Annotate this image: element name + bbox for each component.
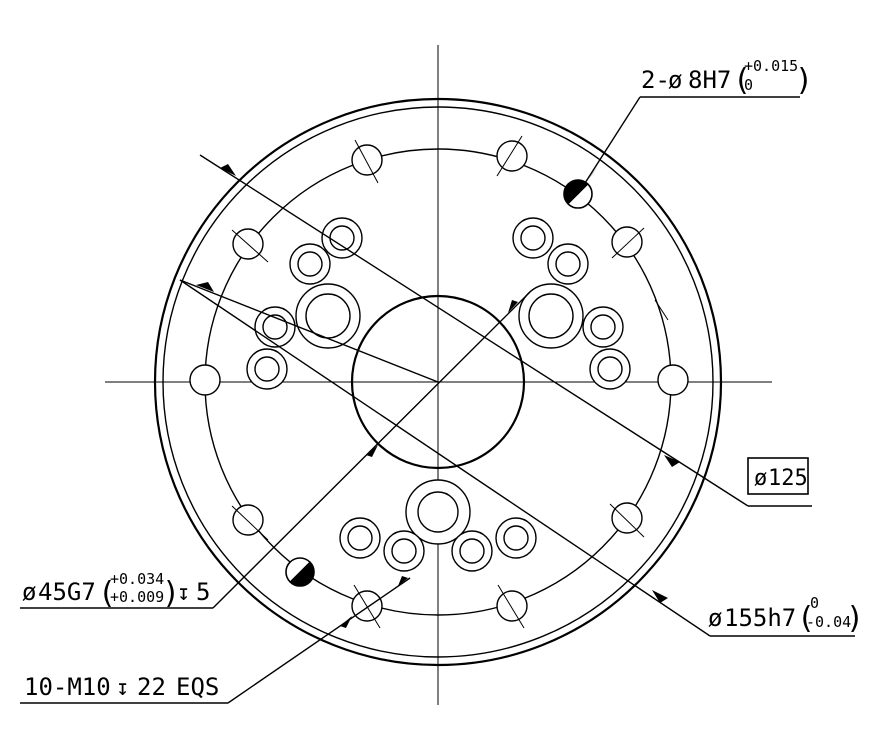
tapped-hole (657, 364, 689, 396)
bore-callout: ø 45G7 ( +0.034 +0.009 ) ↧ 5 (22, 570, 210, 611)
svg-text:+0.034: +0.034 (110, 570, 164, 588)
depth-symbol-icon: ↧ (177, 581, 190, 606)
spigot-circle (162, 106, 714, 658)
dowel-callout: 2- ø 8H7 ( +0.015 0 ) (641, 57, 813, 98)
tapped-hole (496, 590, 528, 622)
hole-cluster-bottom (339, 479, 537, 572)
tapped-hole (611, 502, 643, 534)
svg-text:22: 22 (137, 673, 166, 701)
tapped-holes-callout: 10-M10 ↧ 22 EQS (24, 673, 219, 701)
outer-flange-circle (153, 97, 723, 667)
svg-text:ø: ø (754, 466, 767, 491)
depth-symbol-icon: ↧ (116, 676, 129, 701)
tapped-holes (189, 135, 689, 629)
svg-text:EQS: EQS (176, 673, 219, 701)
spigot-callout: ø 155h7 ( 0 -0.04 ) (708, 594, 864, 636)
paren-open: ( (98, 576, 116, 611)
paren-open: ( (733, 63, 751, 98)
leader-lines (20, 96, 855, 704)
pitch-circle-callout: ø 125 (747, 457, 809, 495)
svg-text:+0.015: +0.015 (744, 57, 798, 75)
svg-text:8H7: 8H7 (688, 66, 731, 94)
svg-text:-0.04: -0.04 (806, 613, 851, 631)
paren-close: ) (795, 63, 813, 98)
tapped-hole (232, 504, 264, 536)
callout-frame (747, 457, 809, 495)
half-filled-circle-icon (285, 557, 315, 587)
tapped-hole (189, 364, 221, 396)
svg-text:0: 0 (744, 76, 753, 94)
svg-text:125: 125 (768, 466, 808, 491)
tapped-hole (611, 226, 643, 258)
svg-text:0: 0 (810, 594, 819, 612)
svg-text:10-M10: 10-M10 (24, 673, 111, 701)
svg-text:45G7: 45G7 (38, 578, 96, 606)
center-bore (350, 294, 526, 470)
svg-text:ø: ø (22, 578, 36, 606)
svg-text:5: 5 (196, 578, 210, 606)
tapped-hole (496, 140, 528, 172)
svg-text:+0.009: +0.009 (110, 588, 164, 606)
hole-cluster-right (512, 217, 631, 390)
svg-text:2-: 2- (641, 66, 670, 94)
paren-close: ) (162, 576, 180, 611)
paren-open: ( (797, 601, 815, 636)
svg-text:155h7: 155h7 (724, 604, 796, 632)
paren-close: ) (846, 601, 864, 636)
tapped-hole (351, 144, 383, 176)
svg-text:ø: ø (668, 66, 682, 94)
svg-text:ø: ø (708, 604, 722, 632)
